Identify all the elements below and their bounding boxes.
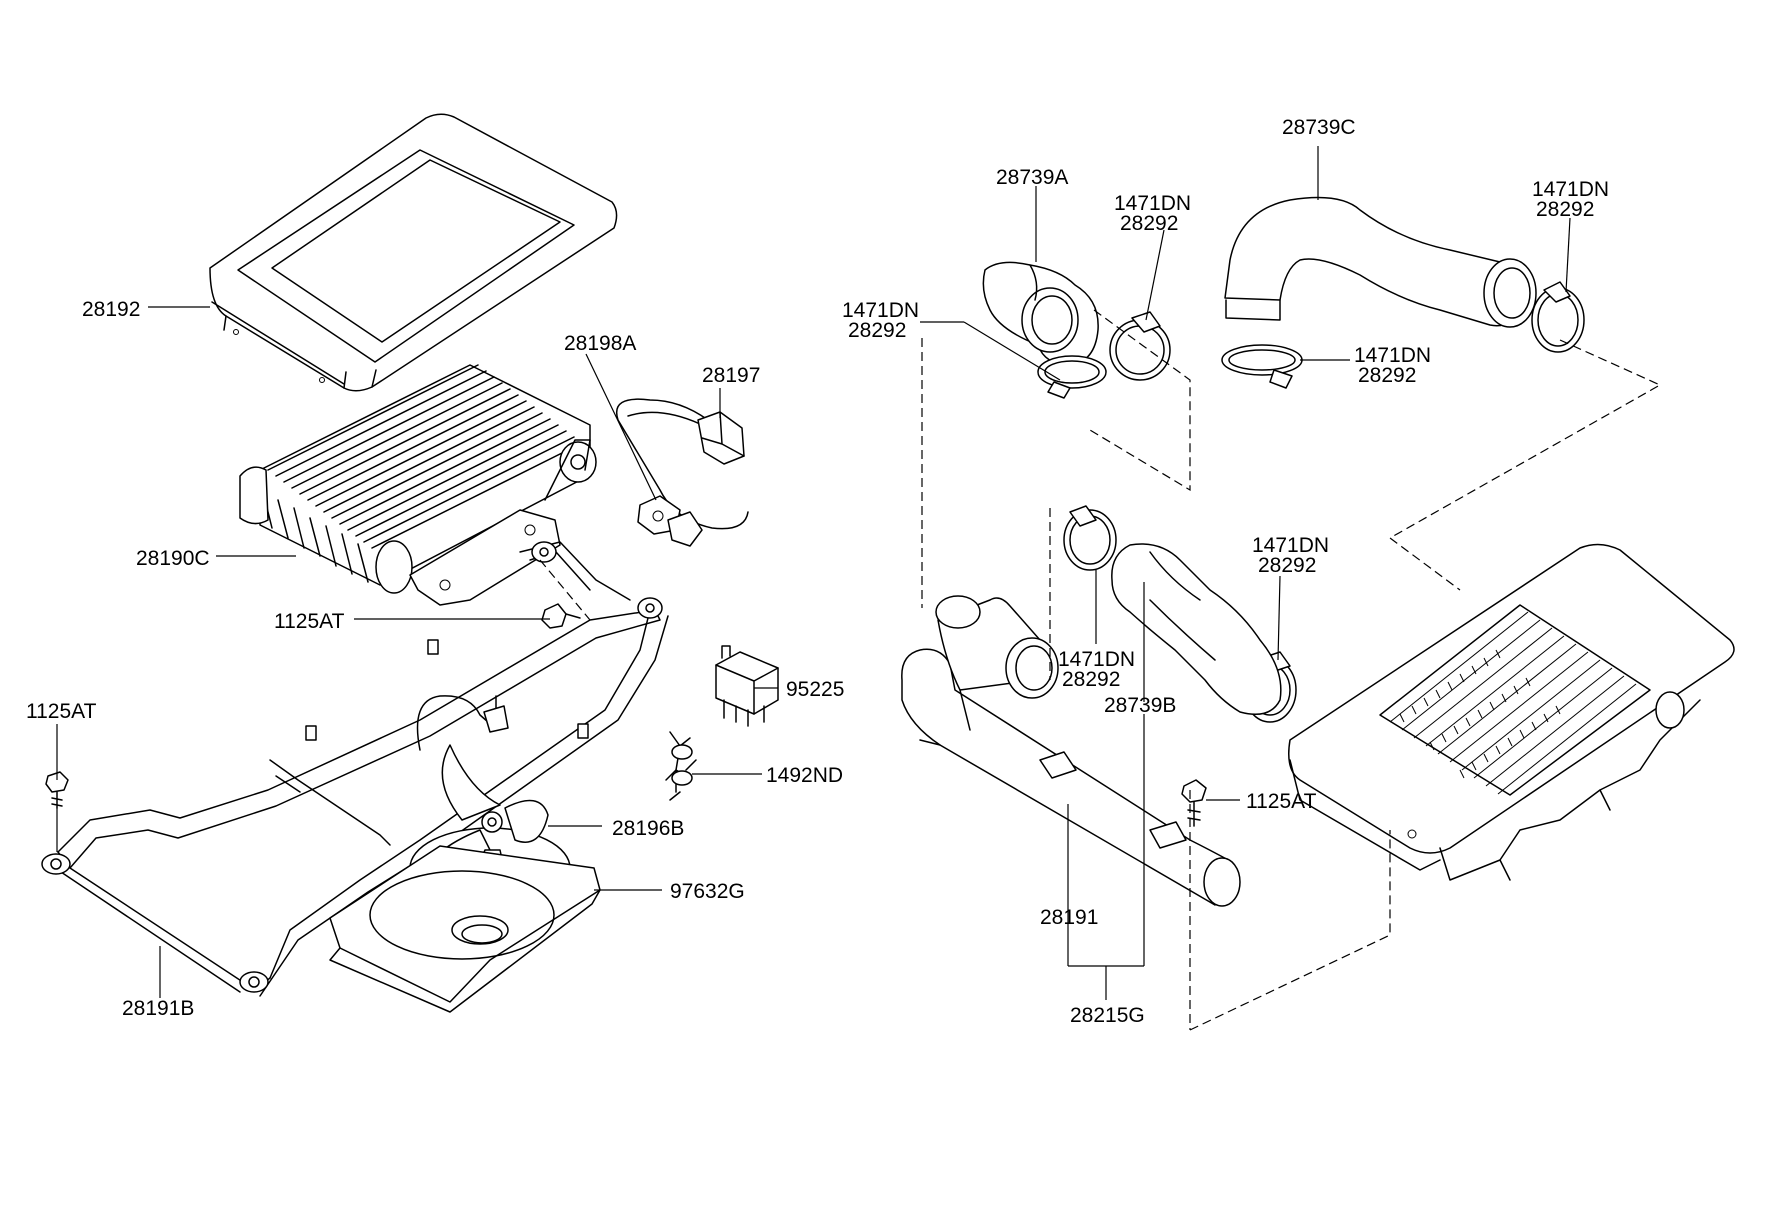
bolt-icon [541,603,581,629]
label-1471dn-b: 1471DN [1532,178,1609,201]
fan-harness-icon [416,695,509,751]
label-1125at-c: 1125AT [1246,790,1317,813]
label-28739a: 28739A [996,166,1068,189]
label-1125at-b: 1125AT [26,700,97,723]
label-1492nd: 1492ND [766,764,843,787]
label-28192: 28192 [82,298,140,321]
label-1471dn-a: 1471DN [1114,192,1191,215]
sensor-harness-icon [616,398,749,547]
hose-clamp-icon [1221,344,1303,389]
hose-clamp-icon [1037,355,1107,399]
label-1471dn-d: 1471DN [1354,344,1431,367]
label-28292-e: 28292 [1258,554,1316,577]
label-28292-f: 28292 [1062,668,1120,691]
label-1471dn-f: 1471DN [1058,648,1135,671]
label-28196b: 28196B [612,817,684,840]
bolt-icon [1181,779,1207,827]
label-95225: 95225 [786,678,844,701]
hose-s-icon [1111,543,1282,715]
intake-pipe-icon [901,595,1241,907]
bolt-icon [45,771,69,809]
relay-icon [715,645,779,727]
label-1125at-a: 1125AT [274,610,345,633]
intercooler-cover-icon [209,113,618,392]
label-1471dn-e: 1471DN [1252,534,1329,557]
hose-u-icon [1224,196,1537,328]
label-28292-c: 28292 [848,319,906,342]
intercooler-core-icon [239,364,597,606]
label-28190c: 28190C [136,547,210,570]
fan-shroud-icon [329,845,601,1013]
hose-clamp-icon [1109,311,1171,381]
diode-clip-icon [665,731,697,801]
label-28739c: 28739C [1282,116,1356,139]
label-28197: 28197 [702,364,760,387]
hose-clamp-icon [1531,281,1585,353]
label-28198a: 28198A [564,332,636,355]
label-1471dn-c: 1471DN [842,299,919,322]
label-28191b: 28191B [122,997,194,1020]
label-28215g: 28215G [1070,1004,1145,1027]
intercooler-front-icon [1288,543,1735,881]
label-28292-a: 28292 [1120,212,1178,235]
label-28739b: 28739B [1104,694,1176,717]
hose-elbow-icon [982,261,1099,366]
label-28292-b: 28292 [1536,198,1594,221]
mounting-bracket-icon [41,541,669,997]
label-97632g: 97632G [670,880,745,903]
hose-clamp-icon [1063,505,1117,571]
label-28292-d: 28292 [1358,364,1416,387]
label-28191: 28191 [1040,906,1098,929]
